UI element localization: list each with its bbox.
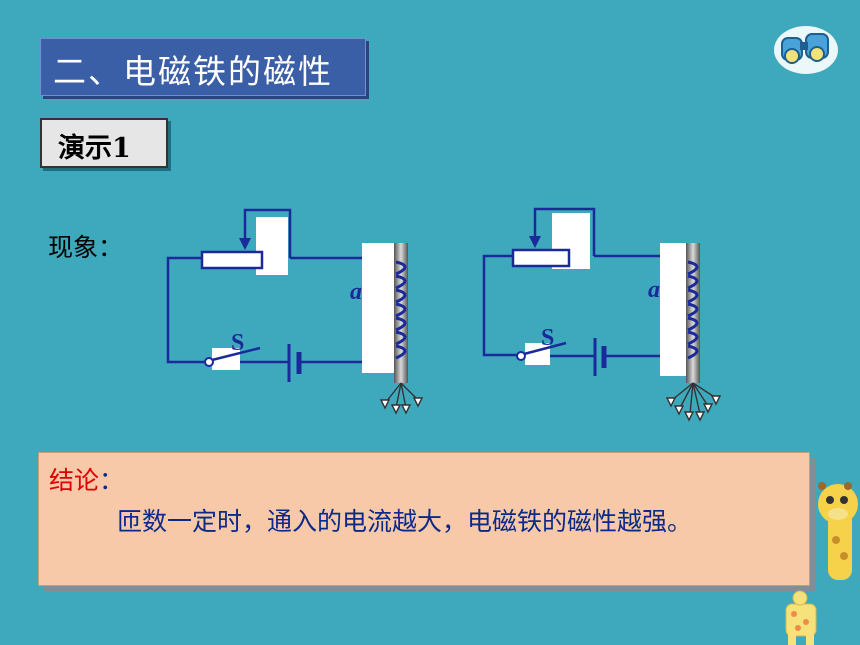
right-coil <box>687 260 699 360</box>
left-attracted-pins <box>379 382 424 415</box>
right-circuit: S a <box>482 207 722 422</box>
conclusion-colon: ： <box>99 466 125 495</box>
right-switch-label: S <box>541 325 554 351</box>
left-switch-label: S <box>231 330 244 356</box>
slide-title: 二、电磁铁的磁性 <box>53 52 333 91</box>
right-switch-lever <box>523 341 567 356</box>
right-switch-terminal <box>516 351 526 361</box>
right-coil-label: a <box>648 277 660 303</box>
slide-title-box: 二、电磁铁的磁性 <box>40 38 366 96</box>
binoculars-icon <box>774 26 838 74</box>
right-attracted-pins <box>665 382 722 422</box>
left-coil <box>395 260 407 360</box>
toy-figure-icon <box>785 590 817 645</box>
circuit-diagram: S a <box>166 207 722 422</box>
left-coil-label: a <box>350 279 362 305</box>
conclusion-box: 结论： 匝数一定时，通入的电流越大，电磁铁的磁性越强。 <box>38 452 810 586</box>
phenomenon-label: 现象： <box>48 233 124 262</box>
right-rheostat <box>511 248 571 268</box>
demo-label-box: 演示1 <box>40 118 168 168</box>
giraffe-icon <box>818 482 858 580</box>
conclusion-text: 匝数一定时，通入的电流越大，电磁铁的磁性越强。 <box>117 507 693 536</box>
left-switch-lever <box>211 346 261 362</box>
demo-label: 演示1 <box>58 133 131 164</box>
conclusion-heading: 结论： <box>49 461 124 497</box>
left-switch-terminal <box>204 357 214 367</box>
conclusion-label: 结论 <box>49 466 100 495</box>
left-circuit: S a <box>166 208 424 415</box>
left-rheostat <box>200 250 264 270</box>
